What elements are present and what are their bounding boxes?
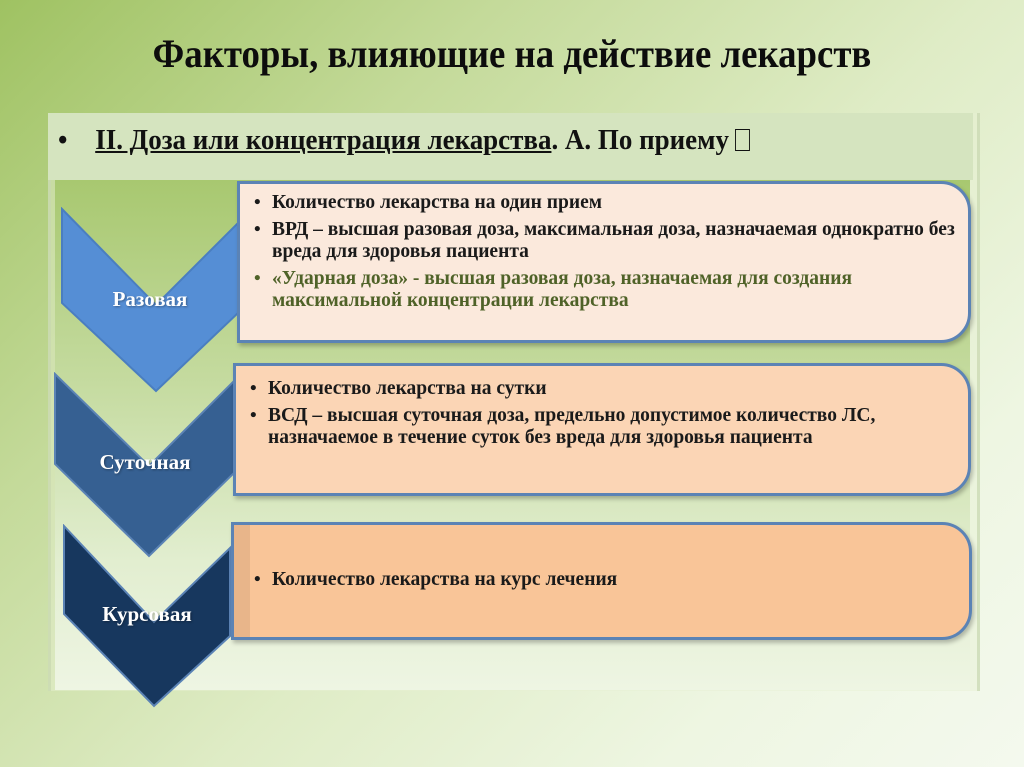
- stage-label: Разовая: [112, 287, 188, 311]
- stage-box-razovaya: Количество лекарства на один прием ВРД –…: [237, 181, 971, 343]
- bullet-list: Количество лекарства на курс лечения: [254, 569, 959, 591]
- subtitle: • II. Доза или концентрация лекарства. А.…: [58, 124, 750, 157]
- box-bevel-edge: [234, 525, 250, 637]
- stage-label: Суточная: [99, 450, 191, 474]
- stage-box-sutochnaya: Количество лекарства на сутки ВСД – высш…: [233, 363, 971, 496]
- bullet-item: Количество лекарства на сутки: [250, 378, 958, 400]
- bullet-item-highlight: «Ударная доза» - высшая разовая доза, на…: [254, 268, 958, 312]
- slide-title: Факторы, влияющие на действие лекарств: [152, 31, 872, 76]
- bullet-item: Количество лекарства на один прием: [254, 192, 958, 214]
- stage-label: Курсовая: [102, 602, 192, 626]
- bullet-list: Количество лекарства на один прием ВРД –…: [254, 192, 958, 312]
- subtitle-suffix: . А. По приему: [551, 124, 730, 156]
- subtitle-band: [48, 113, 973, 180]
- stage-box-kursovaya: Количество лекарства на курс лечения: [231, 522, 972, 640]
- bullet-list: Количество лекарства на сутки ВСД – высш…: [250, 378, 958, 449]
- chevron-kursovaya: Курсовая: [62, 524, 232, 708]
- subtitle-bullet: •: [58, 124, 68, 156]
- subtitle-underlined: II. Доза или концентрация лекарства: [95, 124, 552, 156]
- bullet-item: ВСД – высшая суточная доза, предельно до…: [250, 405, 958, 449]
- bullet-item: Количество лекарства на курс лечения: [254, 569, 959, 591]
- bullet-item: ВРД – высшая разовая доза, максимальная …: [254, 219, 958, 263]
- missing-glyph-icon: [734, 129, 750, 151]
- chevron-razovaya: Разовая: [60, 207, 240, 393]
- chevron-shape-icon: [63, 524, 231, 708]
